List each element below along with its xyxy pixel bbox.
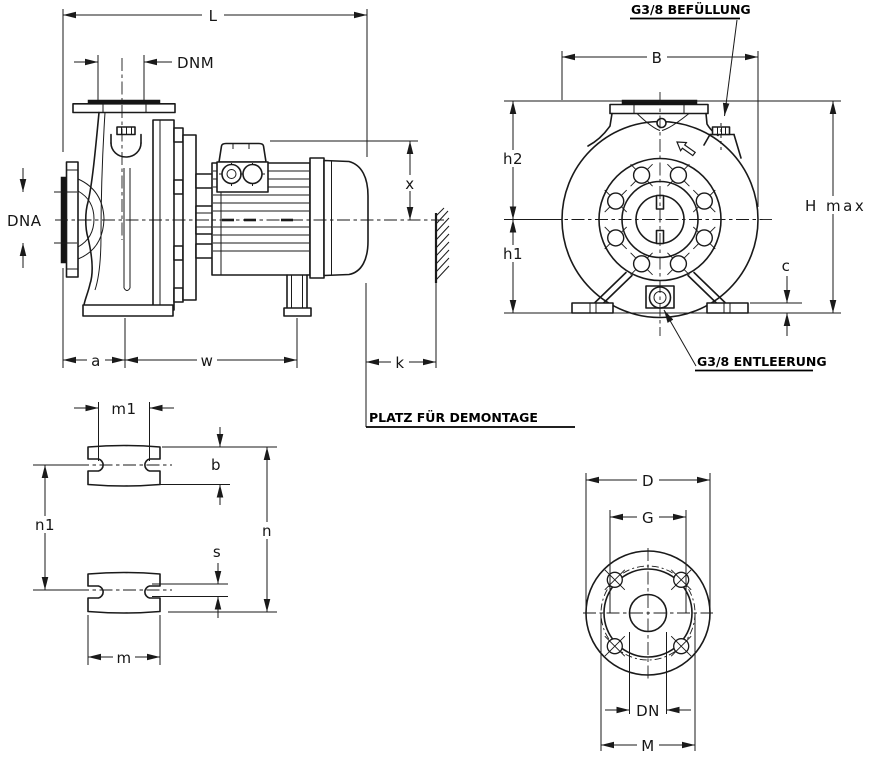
note-demontage-label: PLATZ FÜR DEMONTAGE xyxy=(369,410,538,425)
foot-pad-lower xyxy=(87,571,161,614)
dim-label-l: L xyxy=(209,7,218,25)
dim-k: k xyxy=(365,283,437,427)
dim-b: b xyxy=(156,427,277,505)
suction-flange xyxy=(60,161,79,278)
dim-label-h2: h2 xyxy=(503,150,523,168)
terminal-box-screw-right xyxy=(240,163,265,186)
callout-entleerung: G3/8 ENTLEERUNG xyxy=(663,309,827,372)
dim-x: x xyxy=(270,140,418,220)
motor xyxy=(211,142,369,317)
dim-h1: h1 xyxy=(499,219,527,313)
dim-label-h-max: H max xyxy=(805,197,866,215)
vent-plug xyxy=(110,126,142,158)
dim-H-max: H max xyxy=(800,101,866,313)
dim-DNM: DNM xyxy=(74,54,214,100)
callout-befuellung-label: G3/8 BEFÜLLUNG xyxy=(631,2,751,17)
pump-casing xyxy=(77,111,214,317)
dim-label-dn: DN xyxy=(636,702,660,720)
dim-DN: DN xyxy=(605,632,691,720)
discharge-flange xyxy=(72,99,176,114)
dim-label-g: G xyxy=(642,509,654,527)
dim-M: M xyxy=(600,613,696,755)
fill-plug xyxy=(703,123,742,159)
dim-label-s: s xyxy=(213,543,221,561)
dim-m: m xyxy=(87,615,161,667)
dim-label-dna: DNA xyxy=(7,212,42,230)
dim-n1: n1 xyxy=(31,464,87,591)
fan-cover xyxy=(323,159,369,277)
dim-label-b-width: B xyxy=(652,49,663,67)
dim-label-n1: n1 xyxy=(35,516,55,534)
dim-label-b-pad: b xyxy=(211,456,221,474)
dim-label-k: k xyxy=(395,354,404,372)
dim-B: B xyxy=(561,49,759,207)
dim-label-w: w xyxy=(201,352,214,370)
dim-label-a: a xyxy=(91,352,101,370)
dim-s: s xyxy=(152,543,228,618)
dim-label-m-flange: M xyxy=(641,737,654,755)
terminal-box xyxy=(216,142,269,193)
terminal-box-screw-left xyxy=(219,163,244,186)
dim-G: G xyxy=(609,509,687,613)
flange-view: D G DN M xyxy=(583,472,713,755)
dim-label-c: c xyxy=(782,257,791,275)
callout-befuellung: G3/8 BEFÜLLUNG xyxy=(630,2,751,117)
side-view: L DNM DNA x xyxy=(7,7,575,428)
dim-n: n xyxy=(168,447,278,613)
dim-DNA: DNA xyxy=(7,168,77,268)
wall-hatch xyxy=(434,207,450,283)
motor-foot xyxy=(283,274,312,317)
rotation-direction-arrow-icon xyxy=(676,141,697,157)
baseplate-view: m1 b n1 n s xyxy=(31,400,278,667)
dim-c: c xyxy=(750,257,802,336)
dim-label-x: x xyxy=(405,175,414,193)
dim-label-h1: h1 xyxy=(503,245,523,263)
dim-a-w: a w xyxy=(62,268,298,370)
dim-D: D xyxy=(585,472,711,613)
dim-label-m1: m1 xyxy=(111,400,136,418)
front-view: B h2 h1 H max c xyxy=(499,2,866,372)
note-platz-fuer-demontage: PLATZ FÜR DEMONTAGE xyxy=(366,410,575,428)
dim-L: L xyxy=(62,7,368,157)
front-discharge-flange xyxy=(587,99,719,147)
dim-label-d: D xyxy=(642,472,654,490)
dim-label-dnm: DNM xyxy=(177,54,214,72)
dim-h2: h2 xyxy=(499,101,527,220)
callout-entleerung-label: G3/8 ENTLEERUNG xyxy=(697,354,827,369)
dim-m1: m1 xyxy=(74,400,174,461)
dim-label-n: n xyxy=(262,522,272,540)
dim-label-m: m xyxy=(116,649,131,667)
